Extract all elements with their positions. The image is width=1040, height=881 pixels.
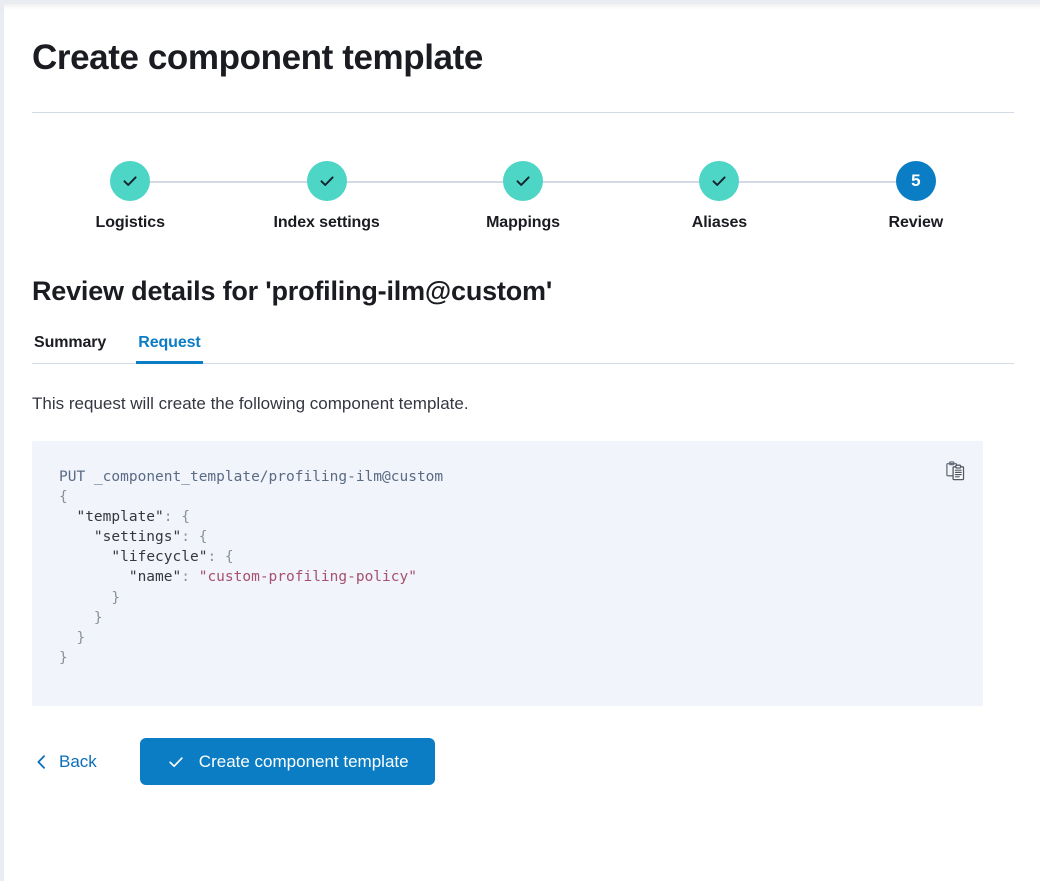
title-divider: [32, 112, 1014, 113]
request-code: PUT _component_template/profiling-ilm@cu…: [59, 469, 444, 666]
page-content: Create component template Logistics: [32, 4, 1014, 825]
back-button-label: Back: [59, 751, 97, 771]
step-review[interactable]: 5 Review: [818, 161, 1014, 232]
create-component-template-button[interactable]: Create component template: [139, 738, 435, 785]
check-icon: [712, 176, 726, 186]
check-icon: [123, 176, 137, 186]
check-icon: [516, 176, 530, 186]
page-title: Create component template: [32, 38, 483, 77]
step-2-circle[interactable]: [306, 161, 347, 201]
http-method: PUT: [59, 469, 86, 485]
json-key-template: template: [85, 509, 156, 526]
request-path: _component_template/profiling-ilm@custom: [93, 469, 444, 485]
step-4-circle[interactable]: [699, 161, 740, 201]
tab-summary[interactable]: Summary: [32, 334, 122, 364]
copy-clipboard-icon: [945, 461, 964, 481]
app-page: Create component template Logistics: [4, 4, 1040, 881]
copy-to-clipboard-button[interactable]: [939, 455, 971, 487]
request-description: This request will create the following c…: [32, 394, 469, 413]
step-1-label: Logistics: [95, 214, 165, 231]
wizard-stepper: Logistics Index settings Mappings: [32, 161, 1014, 232]
review-tabs: Summary Request: [32, 334, 1014, 364]
wizard-footer: Back Create component template: [32, 738, 1014, 825]
step-mappings[interactable]: Mappings: [425, 161, 621, 232]
step-1-circle[interactable]: [110, 161, 151, 201]
back-button[interactable]: Back: [32, 746, 99, 778]
step-3-circle[interactable]: [503, 161, 544, 201]
step-aliases[interactable]: Aliases: [621, 161, 817, 232]
step-5-label: Review: [888, 214, 944, 231]
chevron-left-icon: [37, 754, 45, 769]
json-key-settings: settings: [102, 529, 173, 546]
json-value-policy-name: custom-profiling-policy: [207, 569, 409, 586]
step-3-label: Mappings: [486, 214, 560, 231]
review-heading: Review details for 'profiling-ilm@custom…: [32, 276, 553, 306]
check-icon: [169, 756, 183, 767]
check-icon: [320, 176, 334, 186]
step-2-label: Index settings: [273, 214, 380, 231]
json-key-lifecycle: lifecycle: [120, 549, 199, 566]
step-index-settings[interactable]: Index settings: [228, 161, 424, 232]
tab-request[interactable]: Request: [122, 334, 216, 364]
step-4-label: Aliases: [691, 214, 748, 231]
step-5-circle[interactable]: 5: [895, 161, 936, 201]
json-key-name: name: [137, 569, 173, 586]
step-logistics[interactable]: Logistics: [32, 161, 228, 232]
create-component-template-label: Create component template: [198, 751, 409, 771]
request-code-block: PUT _component_template/profiling-ilm@cu…: [32, 441, 983, 706]
